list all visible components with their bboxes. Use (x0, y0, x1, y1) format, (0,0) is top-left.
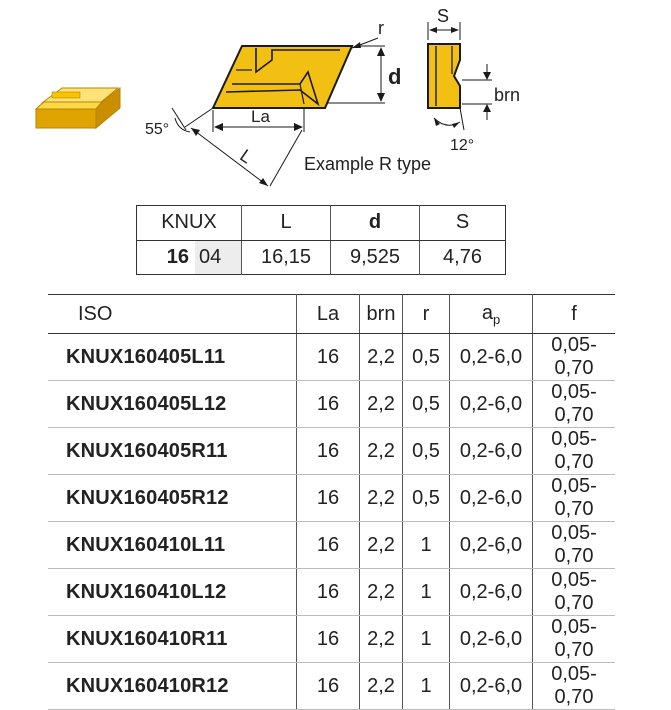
cell-iso: KNUX160410L11 (48, 521, 297, 569)
cell-iso: KNUX160410R11 (48, 615, 297, 663)
cell-r: 0,5 (402, 333, 450, 381)
iso-header-ap-sub: p (492, 311, 501, 327)
insert-side-view (427, 43, 461, 109)
knux-size-b: 04 (195, 240, 241, 274)
cell-ap: 0,2-6,0 (449, 615, 533, 663)
cell-iso: KNUX160405L12 (48, 380, 297, 428)
cell-f: 0,05-0,70 (532, 615, 615, 663)
cell-f: 0,05-0,70 (532, 380, 615, 428)
knux-header-name: KNUX (136, 205, 242, 241)
knux-size-a: 16 (166, 245, 189, 268)
insert-3d-image (34, 86, 121, 130)
knux-size-cell: 16 04 (137, 240, 242, 275)
cell-ap: 0,2-6,0 (449, 568, 533, 616)
label-r: r (378, 18, 384, 38)
cell-brn: 2,2 (359, 380, 403, 428)
cell-r: 0,5 (402, 474, 450, 522)
cell-la: 16 (296, 615, 360, 663)
cell-brn: 2,2 (359, 615, 403, 663)
cell-ap: 0,2-6,0 (449, 474, 533, 522)
knux-value-d: 9,525 (330, 240, 420, 275)
cell-ap: 0,2-6,0 (449, 333, 533, 381)
iso-header-iso: ISO (48, 294, 297, 334)
cell-la: 16 (296, 568, 360, 616)
iso-header-r: r (402, 294, 450, 334)
knux-value-l: 16,15 (241, 240, 331, 275)
cell-f: 0,05-0,70 (532, 474, 615, 522)
cell-f: 0,05-0,70 (532, 521, 615, 569)
cell-brn: 2,2 (359, 521, 403, 569)
knux-header-s: S (419, 205, 506, 241)
label-la: La (251, 107, 270, 126)
cell-la: 16 (296, 380, 360, 428)
iso-header-la: La (296, 294, 360, 334)
cell-r: 1 (402, 615, 450, 663)
cell-f: 0,05-0,70 (532, 568, 615, 616)
knux-value-s: 4,76 (419, 240, 506, 275)
cell-f: 0,05-0,70 (532, 333, 615, 381)
knux-value-row: 16 04 16,15 9,525 4,76 (137, 240, 506, 275)
label-d: d (388, 64, 401, 89)
cell-brn: 2,2 (359, 427, 403, 475)
cell-iso: KNUX160405R11 (48, 427, 297, 475)
cell-ap: 0,2-6,0 (449, 521, 533, 569)
iso-header-ap-main: a (481, 301, 493, 324)
knux-header-d: d (330, 205, 420, 241)
iso-header-ap: ap (449, 294, 533, 334)
cell-r: 0,5 (402, 380, 450, 428)
insert-diagram: r d La L 55° Example R type S brn (34, 6, 520, 187)
cell-brn: 2,2 (359, 568, 403, 616)
caption-example-r-type: Example R type (304, 154, 431, 174)
cell-iso: KNUX160405L11 (48, 333, 297, 381)
iso-header-row: ISO La brn r ap f (48, 294, 615, 334)
iso-header-f: f (532, 294, 615, 334)
cell-la: 16 (296, 333, 360, 381)
cell-r: 0,5 (402, 427, 450, 475)
label-angle-55: 55° (145, 121, 169, 138)
cell-la: 16 (296, 474, 360, 522)
cell-r: 1 (402, 521, 450, 569)
cell-iso: KNUX160410L12 (48, 568, 297, 616)
cell-brn: 2,2 (359, 474, 403, 522)
knux-header-l: L (241, 205, 331, 241)
iso-header-brn: brn (359, 294, 403, 334)
cell-brn: 2,2 (359, 333, 403, 381)
insert-top-view (211, 45, 354, 109)
cell-la: 16 (296, 427, 360, 475)
knux-header-row: KNUX L d S (136, 205, 506, 241)
cell-ap: 0,2-6,0 (449, 380, 533, 428)
label-brn: brn (494, 85, 520, 105)
label-angle-12: 12° (450, 137, 474, 154)
cell-ap: 0,2-6,0 (449, 427, 533, 475)
cell-la: 16 (296, 521, 360, 569)
label-s: S (437, 6, 449, 26)
cell-iso: KNUX160405R12 (48, 474, 297, 522)
knux-dimension-table: KNUX L d S 16 04 16,15 9,525 4,76 (136, 205, 506, 275)
cell-f: 0,05-0,70 (532, 427, 615, 475)
cell-r: 1 (402, 568, 450, 616)
